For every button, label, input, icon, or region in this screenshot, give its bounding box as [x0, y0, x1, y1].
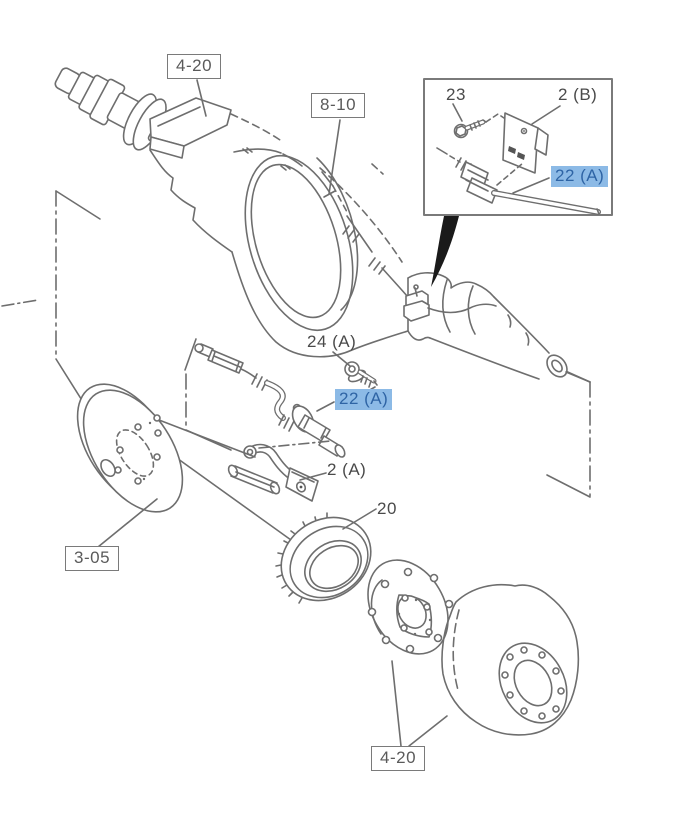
- part-callout-24a[interactable]: 24 (A): [307, 332, 357, 351]
- rear-axle-assembly: [54, 67, 591, 383]
- brake-backing-plate: [76, 383, 184, 513]
- part-callout-20[interactable]: 20: [377, 499, 397, 518]
- bolt-23: [453, 119, 487, 139]
- hub-flange: [367, 559, 454, 655]
- bracket-2a: [227, 440, 332, 502]
- section-ref-8-10[interactable]: 8-10: [311, 93, 366, 118]
- abs-tone-ring: [275, 512, 372, 604]
- part-callout-2a[interactable]: 2 (A): [327, 460, 367, 479]
- part-callout-23[interactable]: 23: [446, 85, 466, 104]
- section-ref-4-20-bottom[interactable]: 4-20: [371, 746, 426, 771]
- part-callout-22a-main[interactable]: 22 (A): [335, 389, 393, 410]
- section-ref-4-20-top[interactable]: 4-20: [167, 54, 222, 79]
- speed-sensor-assembly: [194, 343, 378, 458]
- part-callout-22a-inset[interactable]: 22 (A): [551, 166, 609, 187]
- section-ref-3-05[interactable]: 3-05: [65, 546, 120, 571]
- sensor-harness-on-axle: [321, 171, 497, 322]
- label-leader-lines: [97, 79, 561, 747]
- callout-wedge-pointer: [431, 216, 459, 287]
- zone-boundary-lines: [1, 190, 591, 498]
- sensor-22a-inset: [436, 147, 601, 215]
- brake-drum: [441, 583, 580, 736]
- bracket-2b: [502, 112, 549, 174]
- inset-detail-box: [423, 78, 613, 216]
- part-callout-2b[interactable]: 2 (B): [558, 85, 598, 104]
